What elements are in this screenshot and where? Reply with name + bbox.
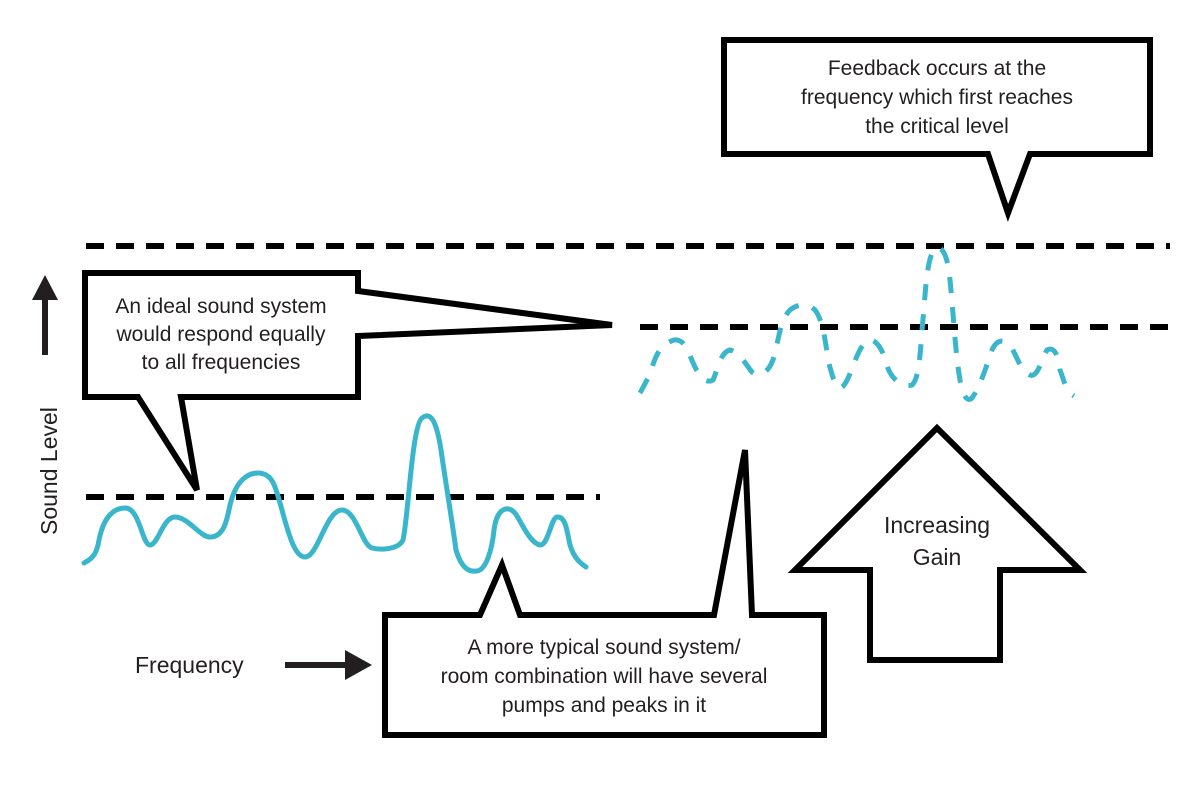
ideal-callout-line-1: An ideal sound system <box>115 295 326 318</box>
typical-callout-line-1: A more typical sound system/ <box>467 636 740 659</box>
response-curve-high-gain <box>637 245 1076 402</box>
ideal-callout-line-2: would respond equally <box>116 323 326 346</box>
gain-arrow-line-2: Gain <box>913 544 962 570</box>
typical-callout-line-2: room combination will have several <box>441 665 768 688</box>
y-axis-arrow-icon <box>32 275 58 300</box>
increasing-gain-arrow <box>787 423 1088 663</box>
typical-callout-line-3: pumps and peaks in it <box>502 694 706 717</box>
x-axis-arrow-icon <box>345 650 372 680</box>
response-curve-low-gain <box>81 413 589 574</box>
feedback-callout <box>721 37 1153 222</box>
ideal-system-callout <box>82 270 613 492</box>
ideal-callout-line-3: to all frequencies <box>142 351 301 374</box>
gain-arrow-line-1: Increasing <box>884 512 990 538</box>
feedback-callout-line-2: frequency which first reaches <box>801 86 1073 109</box>
feedback-callout-line-1: Feedback occurs at the <box>828 57 1046 80</box>
y-axis-label: Sound Level <box>36 407 62 535</box>
typical-system-callout <box>382 449 827 738</box>
x-axis-label: Frequency <box>135 652 244 678</box>
feedback-callout-line-3: the critical level <box>865 115 1009 138</box>
